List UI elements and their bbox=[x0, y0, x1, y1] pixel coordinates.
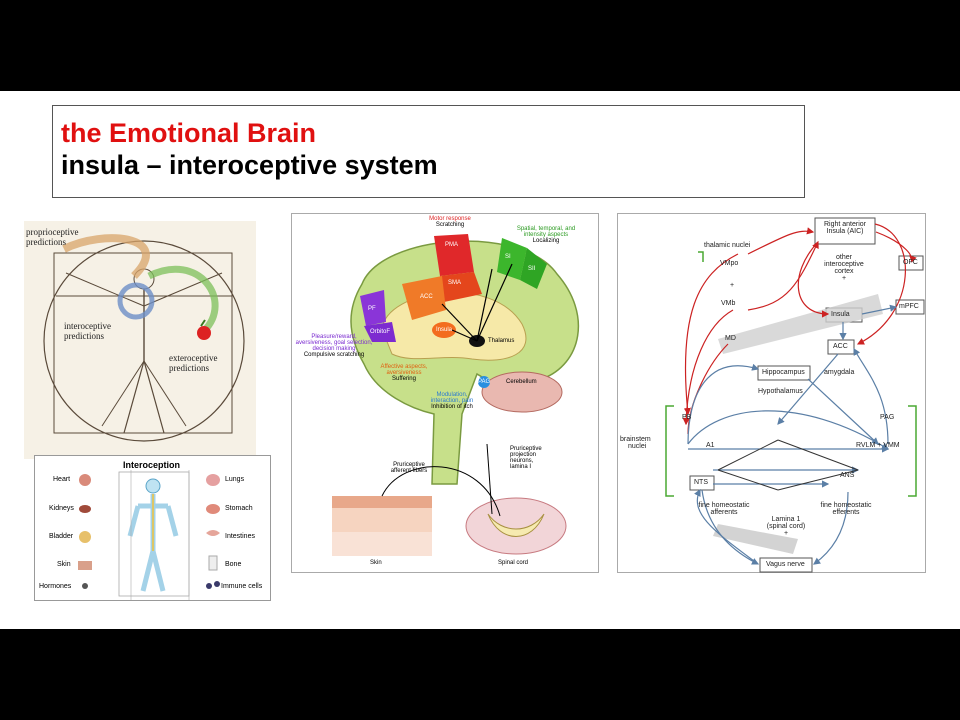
organ-immune: Immune cells bbox=[221, 583, 263, 590]
node-ofc: OFC bbox=[903, 259, 918, 266]
brain-panel: PMA SMA SI SII ACC PF OrbitoF Insula Tha… bbox=[291, 213, 599, 573]
node-insula: Insula bbox=[831, 311, 850, 318]
node-pb: PB bbox=[682, 414, 692, 421]
interoception-heading: Interoception bbox=[123, 460, 181, 470]
node-vmpo: VMpo bbox=[720, 260, 739, 267]
interoception-panel: Interoception Heart Kidneys Bladder Skin bbox=[34, 455, 271, 601]
node-acc: ACC bbox=[833, 343, 848, 350]
label-pf: PF bbox=[368, 306, 376, 312]
network-diagram bbox=[665, 217, 925, 573]
label-s2: SII bbox=[528, 266, 536, 272]
plus-sign: + bbox=[730, 282, 735, 289]
node-mpfc: mPFC bbox=[899, 303, 919, 310]
brain-illustration bbox=[332, 234, 580, 556]
interoception-illustration bbox=[78, 470, 220, 600]
label-pleasure: Pleasure/reward,aversiveness, goal selec… bbox=[295, 334, 373, 358]
organ-lungs: Lungs bbox=[225, 476, 245, 483]
label-s1: SI bbox=[505, 254, 511, 260]
region-label-layer: PMA SMA SI SII ACC PF OrbitoF Insula Tha… bbox=[292, 214, 600, 574]
organ-intestines: Intestines bbox=[225, 533, 255, 540]
node-amygdala: amygdala bbox=[824, 369, 855, 376]
organ-heart: Heart bbox=[53, 476, 71, 483]
organ-bone: Bone bbox=[225, 561, 242, 568]
label-cerebellum: Cerebellum bbox=[506, 379, 537, 385]
organ-bladder: Bladder bbox=[49, 533, 74, 540]
slide: the Emotional Brain insula – interocepti… bbox=[0, 91, 960, 629]
label-pma: PMA bbox=[445, 242, 459, 248]
node-vmb: VMb bbox=[721, 300, 736, 307]
label-insula: Insula bbox=[436, 327, 453, 333]
node-rvlm: RVLM + VMM bbox=[856, 442, 900, 449]
label-orbitof: OrbitoF bbox=[370, 329, 391, 335]
label-acc: ACC bbox=[420, 294, 433, 300]
label-thalamic-nuclei: thalamic nuclei bbox=[704, 242, 751, 249]
node-ans: ANS bbox=[840, 472, 855, 479]
slide-subtitle: insula – interoceptive system bbox=[61, 150, 438, 180]
node-a1: A1 bbox=[706, 442, 715, 449]
label-pag: PAG bbox=[478, 379, 491, 385]
label-thalamus: Thalamus bbox=[488, 338, 515, 344]
node-md: MD bbox=[725, 335, 736, 342]
organ-stomach: Stomach bbox=[225, 505, 253, 512]
node-pag: PAG bbox=[880, 414, 895, 421]
node-hippocampus: Hippocampus bbox=[762, 369, 805, 376]
node-nts: NTS bbox=[694, 479, 708, 486]
organ-kidneys: Kidneys bbox=[49, 505, 74, 512]
organ-skin: Skin bbox=[57, 561, 71, 568]
vitruvian-illustration bbox=[24, 221, 256, 459]
slide-title: the Emotional Brain bbox=[61, 118, 317, 148]
label-spinal-cord: Spinal cord bbox=[498, 560, 529, 566]
label-skin: Skin bbox=[370, 560, 382, 566]
label-sma: SMA bbox=[448, 280, 462, 286]
title-box: the Emotional Brain insula – interocepti… bbox=[52, 105, 805, 198]
organ-hormones: Hormones bbox=[39, 583, 72, 590]
node-hypothalamus: Hypothalamus bbox=[758, 388, 803, 395]
node-lamina: Lamina 1(spinal cord)+ bbox=[766, 516, 806, 537]
node-vagus: Vagus nerve bbox=[766, 561, 805, 568]
